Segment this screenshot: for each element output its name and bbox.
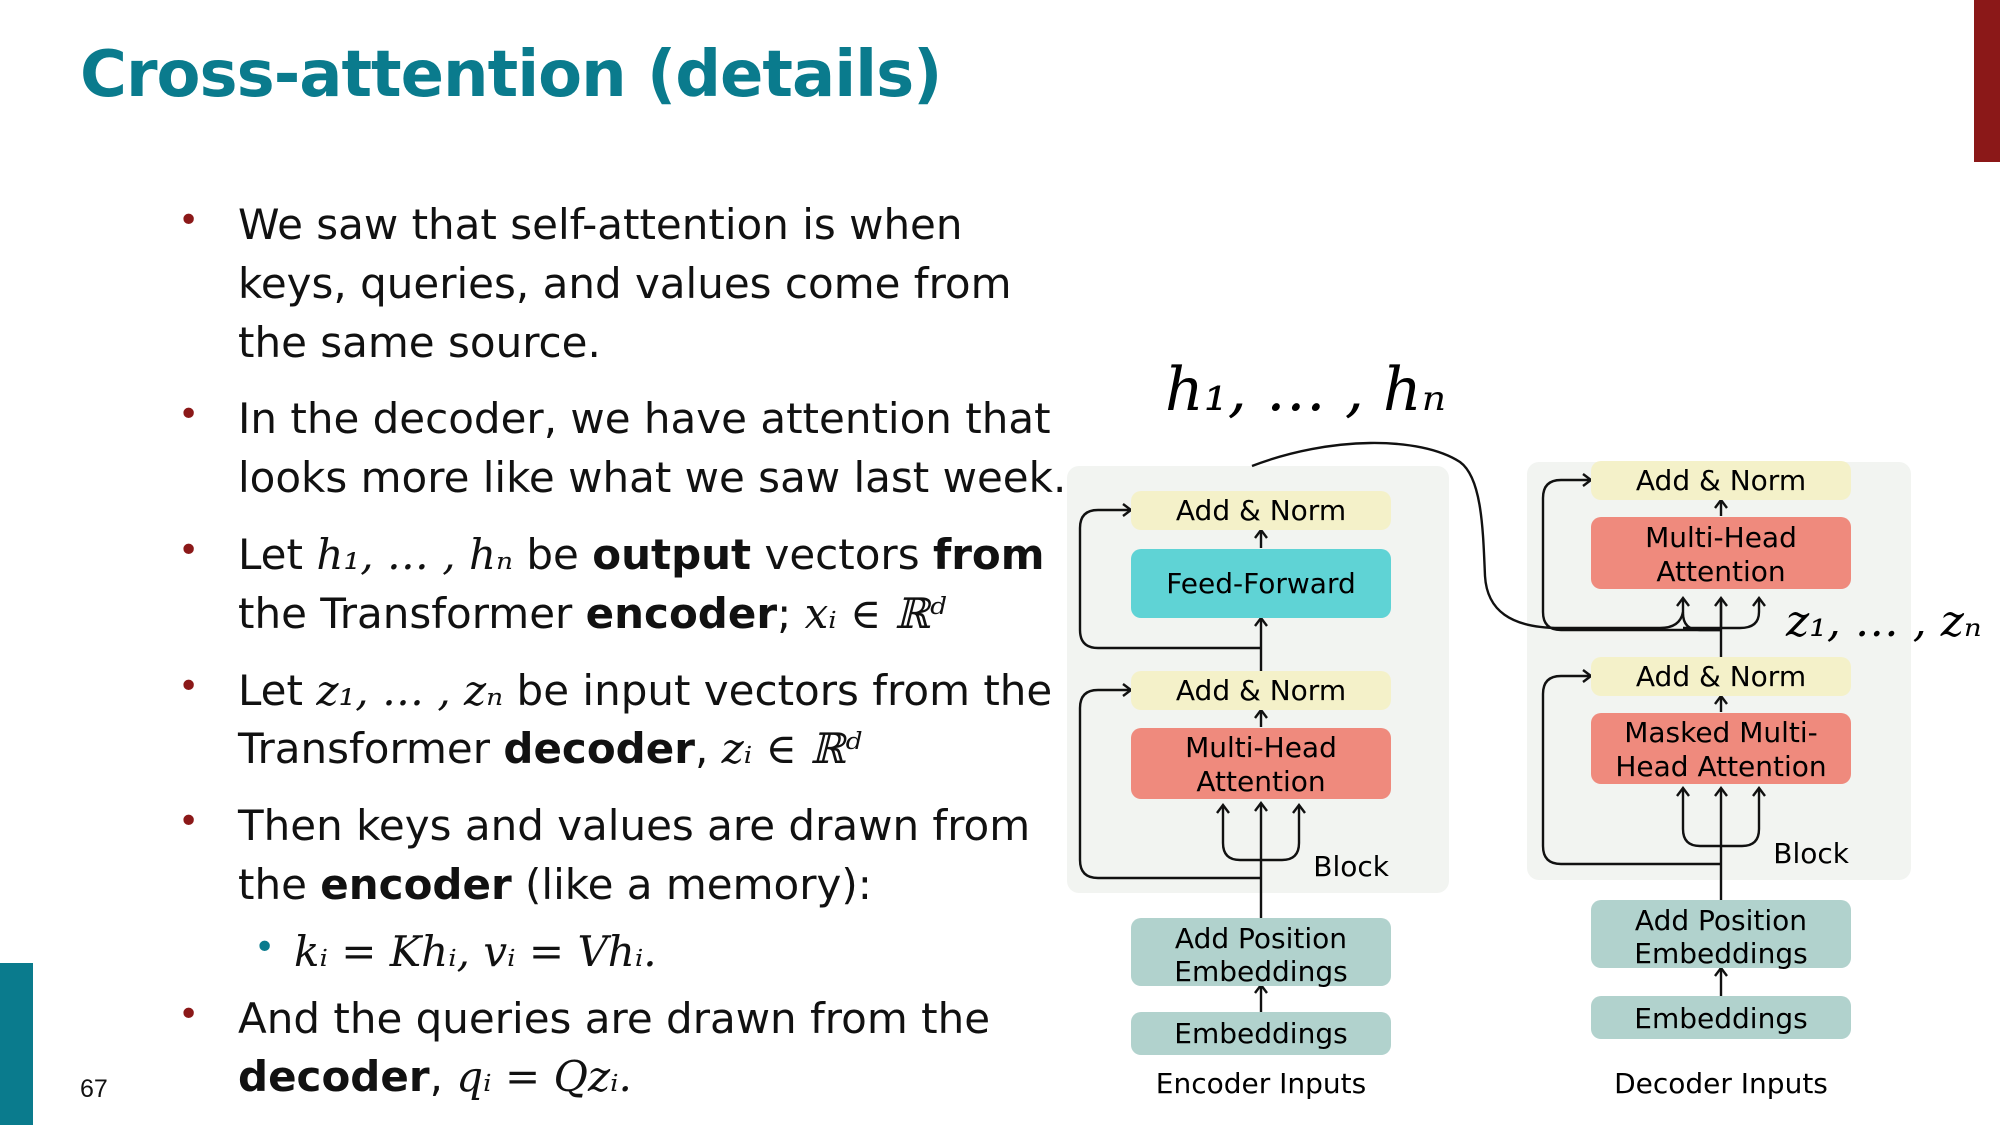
svg-text:Masked Multi-: Masked Multi- <box>1624 716 1818 749</box>
bold-term: decoder <box>238 1052 430 1102</box>
bullet-dot: • <box>178 993 200 1035</box>
bullet-text: In the decoder, we have attention that l… <box>238 394 1067 503</box>
decoder-add-position-embeddings-box: Add Position Embeddings <box>1591 900 1851 970</box>
decoder-add-norm-top: Add & Norm <box>1591 461 1851 500</box>
encoder-output-h-label: h₁, … , hₙ <box>1165 355 1446 425</box>
top-right-accent-bar <box>1974 0 2000 162</box>
text-fragment: ; <box>777 588 805 638</box>
slide-title: Cross-attention (details) <box>80 38 942 112</box>
text-fragment: Then keys and values are drawn from the <box>238 801 1031 909</box>
math-z-in-R: zᵢ ∈ ℝᵈ <box>721 724 862 774</box>
decoder-input-z-label: z₁, … , zₙ <box>1785 596 1982 647</box>
decoder-inputs-label: Decoder Inputs <box>1614 1067 1828 1100</box>
math-q-formula: qᵢ = Qzᵢ. <box>456 1052 632 1102</box>
text-fragment: , <box>429 1052 457 1102</box>
svg-text:Multi-Head: Multi-Head <box>1645 521 1797 554</box>
svg-text:Multi-Head: Multi-Head <box>1185 731 1337 764</box>
bullet-item-encoder-outputs: • Let h₁, … , hₙ be output vectors from … <box>174 526 1074 644</box>
cross-attention-memory-curve <box>1251 441 1685 630</box>
bullet-text: We saw that self-attention is when keys,… <box>238 200 1012 367</box>
sub-bullet-kv-formula: • kᵢ = Khᵢ, vᵢ = Vhᵢ. <box>174 923 1074 982</box>
bullet-dot: • <box>178 394 200 436</box>
svg-text:Embeddings: Embeddings <box>1174 955 1347 988</box>
encoder-add-norm-top: Add & Norm <box>1131 491 1391 530</box>
encoder-feed-forward-box: Feed-Forward <box>1131 549 1391 618</box>
text-fragment: the Transformer <box>238 588 586 638</box>
text-fragment: (like a memory): <box>511 859 872 909</box>
decoder-embeddings-box: Embeddings <box>1591 996 1851 1039</box>
bullet-dot: • <box>178 529 200 571</box>
svg-text:Add & Norm: Add & Norm <box>1636 660 1806 693</box>
decoder-masked-attention-box: Masked Multi- Head Attention <box>1591 713 1851 784</box>
text-fragment: And the queries are drawn from the <box>238 993 991 1043</box>
decoder-residual-arrow-lower <box>1541 669 1721 866</box>
decoder-arrow-to-masked-right <box>1721 786 1766 848</box>
text-fragment: Let <box>238 665 317 715</box>
svg-text:Embeddings: Embeddings <box>1174 1017 1347 1050</box>
bold-term: encoder <box>585 588 778 638</box>
encoder-residual-arrow-upper <box>1078 503 1261 650</box>
encoder-multi-head-attention-box: Multi-Head Attention <box>1131 728 1391 799</box>
math-kv-formula: kᵢ = Khᵢ, vᵢ = Vhᵢ. <box>294 926 657 976</box>
encoder-arrow-to-mha-left <box>1216 803 1261 862</box>
text-fragment: be <box>513 529 593 579</box>
text-fragment: vectors <box>751 529 933 579</box>
bullet-item-decoder-inputs: • Let z₁, … , zₙ be input vectors from t… <box>174 662 1074 780</box>
bullet-item-queries: • And the queries are drawn from the dec… <box>174 990 1074 1108</box>
sub-bullet-dot: • <box>254 926 276 968</box>
decoder-arrow-to-masked-left <box>1676 786 1721 848</box>
svg-text:Attention: Attention <box>1196 765 1325 798</box>
svg-text:Attention: Attention <box>1656 555 1785 588</box>
text-fragment: , <box>694 724 722 774</box>
svg-text:Add Position: Add Position <box>1635 904 1807 937</box>
bold-term: decoder <box>503 724 695 774</box>
page-number: 67 <box>80 1075 108 1103</box>
bottom-left-accent-bar <box>0 963 33 1125</box>
svg-text:Embeddings: Embeddings <box>1634 937 1807 970</box>
cross-attention-arrow-to-mha-right <box>1683 596 1766 630</box>
bullet-dot: • <box>178 665 200 707</box>
decoder-block-label: Block <box>1773 837 1850 870</box>
svg-text:Add & Norm: Add & Norm <box>1176 674 1346 707</box>
encoder-add-position-embeddings-box: Add Position Embeddings <box>1131 918 1391 988</box>
math-z-sequence: z₁, … , zₙ <box>316 665 504 715</box>
bullet-item-decoder-attention: • In the decoder, we have attention that… <box>174 390 1074 508</box>
bold-term: encoder <box>320 859 512 909</box>
encoder-block-label: Block <box>1313 850 1390 883</box>
bullet-item-self-attention: • We saw that self-attention is when key… <box>174 196 1074 372</box>
encoder-residual-arrow-lower <box>1078 683 1261 880</box>
svg-text:Embeddings: Embeddings <box>1634 1002 1807 1035</box>
bold-term: output <box>592 529 752 579</box>
bullet-dot: • <box>178 200 200 241</box>
decoder-add-norm-bottom: Add & Norm <box>1591 657 1851 696</box>
svg-text:Add Position: Add Position <box>1175 922 1347 955</box>
encoder-arrow-to-mha-right <box>1261 803 1306 862</box>
svg-text:Feed-Forward: Feed-Forward <box>1166 567 1356 600</box>
text-fragment: be input vectors from the Transformer <box>238 665 1053 774</box>
svg-text:Add & Norm: Add & Norm <box>1176 494 1346 527</box>
decoder-multi-head-attention-box: Multi-Head Attention <box>1591 517 1851 589</box>
math-x-in-R: xᵢ ∈ ℝᵈ <box>804 588 947 638</box>
svg-text:Head Attention: Head Attention <box>1615 750 1826 783</box>
math-h-sequence: h₁, … , hₙ <box>316 529 514 579</box>
bold-term: from <box>932 529 1045 579</box>
encoder-inputs-label: Encoder Inputs <box>1156 1067 1366 1100</box>
bullet-list: • We saw that self-attention is when key… <box>174 196 1074 1107</box>
bullet-dot: • <box>178 801 200 843</box>
bullet-item-keys-values: • Then keys and values are drawn from th… <box>174 797 1074 915</box>
svg-text:Add & Norm: Add & Norm <box>1636 464 1806 497</box>
text-fragment: Let <box>238 529 317 579</box>
encoder-add-norm-bottom: Add & Norm <box>1131 671 1391 710</box>
encoder-embeddings-box: Embeddings <box>1131 1012 1391 1055</box>
